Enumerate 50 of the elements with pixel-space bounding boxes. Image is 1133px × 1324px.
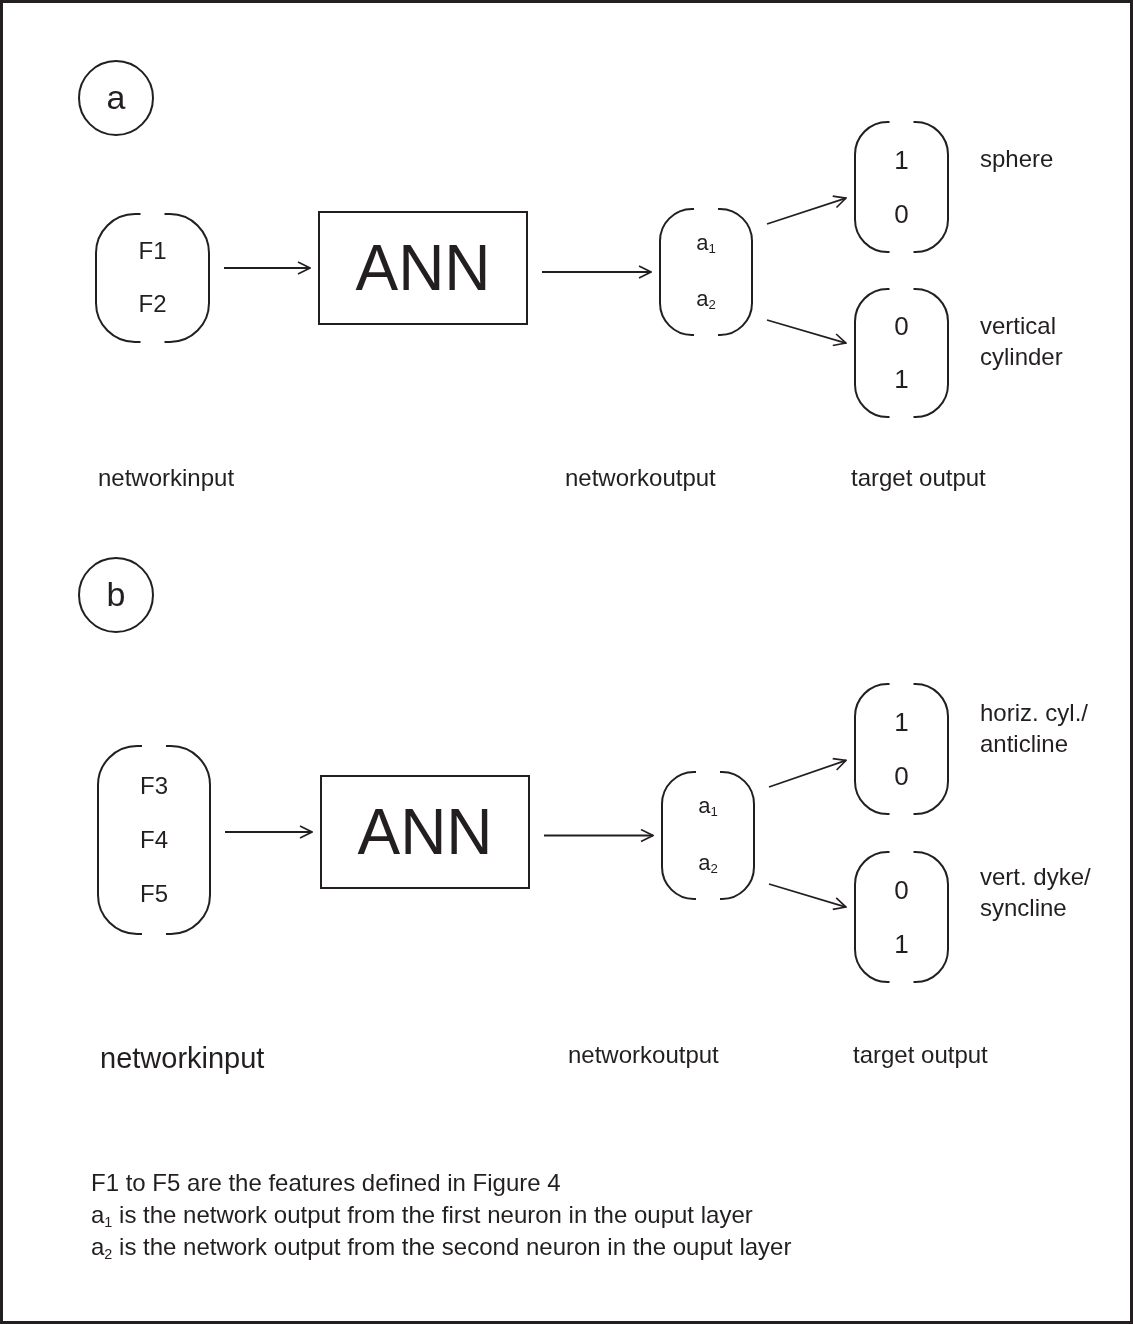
panel-letter-circle xyxy=(78,557,154,633)
vector-entry: F4 xyxy=(140,826,168,854)
vector-entry: F5 xyxy=(140,880,168,908)
column-label: networkoutput xyxy=(568,1041,719,1070)
process-box xyxy=(318,211,528,325)
class-label: sphere xyxy=(980,144,1055,174)
class-label: vertical cylinder xyxy=(980,311,1064,373)
arrow xyxy=(766,319,847,347)
vector-entry: a$_{2}$ xyxy=(696,287,716,313)
vector-entry: a$_{1}$ xyxy=(698,794,718,821)
arrow xyxy=(224,825,313,839)
vector-bracket xyxy=(97,745,211,935)
vector-bracket xyxy=(95,213,210,343)
panel-letter-circle xyxy=(78,60,154,136)
vector-entry: 0 xyxy=(894,761,909,791)
note-text: a$_{1}$ is the network output from the first neuron in the ouput layer xyxy=(91,1201,753,1231)
vector-entry: a$_{2}$ xyxy=(698,850,718,877)
class-label: vert. dyke/ syncline xyxy=(980,862,1092,924)
vector-bracket xyxy=(659,208,753,336)
vector-entry: 1 xyxy=(894,707,909,737)
column-label: target output xyxy=(851,464,986,493)
vector-entry: 0 xyxy=(894,199,909,229)
node-label: ANN xyxy=(357,796,493,868)
class-label: horiz. cyl./ anticline xyxy=(980,698,1090,760)
arrow xyxy=(541,265,652,279)
node-label: ANN xyxy=(355,232,491,304)
column-label: networkinput xyxy=(100,1041,265,1076)
vector-entry: F2 xyxy=(138,291,167,318)
arrow xyxy=(768,883,847,911)
arrow xyxy=(766,195,847,225)
vector-entry: 1 xyxy=(894,365,909,394)
node-label: a xyxy=(106,79,126,117)
vector-entry: F3 xyxy=(140,772,168,800)
node-label: b xyxy=(106,576,126,614)
arrow xyxy=(223,261,311,275)
vector-bracket xyxy=(661,771,755,900)
column-label: networkoutput xyxy=(565,464,716,493)
vector-entry: a$_{1}$ xyxy=(696,231,716,257)
vector-entry: F1 xyxy=(138,238,167,265)
column-label: networkinput xyxy=(98,464,235,493)
column-label: target output xyxy=(853,1041,988,1070)
vector-entry: 0 xyxy=(894,875,909,905)
process-box xyxy=(320,775,530,889)
arrow xyxy=(768,757,847,788)
vector-entry: 0 xyxy=(894,312,909,341)
note-text: a$_{2}$ is the network output from the second neuron in the ouput layer xyxy=(91,1233,792,1263)
note-text: F1 to F5 are the features defined in Figure 4 xyxy=(91,1169,561,1198)
arrow xyxy=(543,828,654,843)
vector-entry: 1 xyxy=(894,929,909,959)
vector-entry: 1 xyxy=(894,145,909,175)
